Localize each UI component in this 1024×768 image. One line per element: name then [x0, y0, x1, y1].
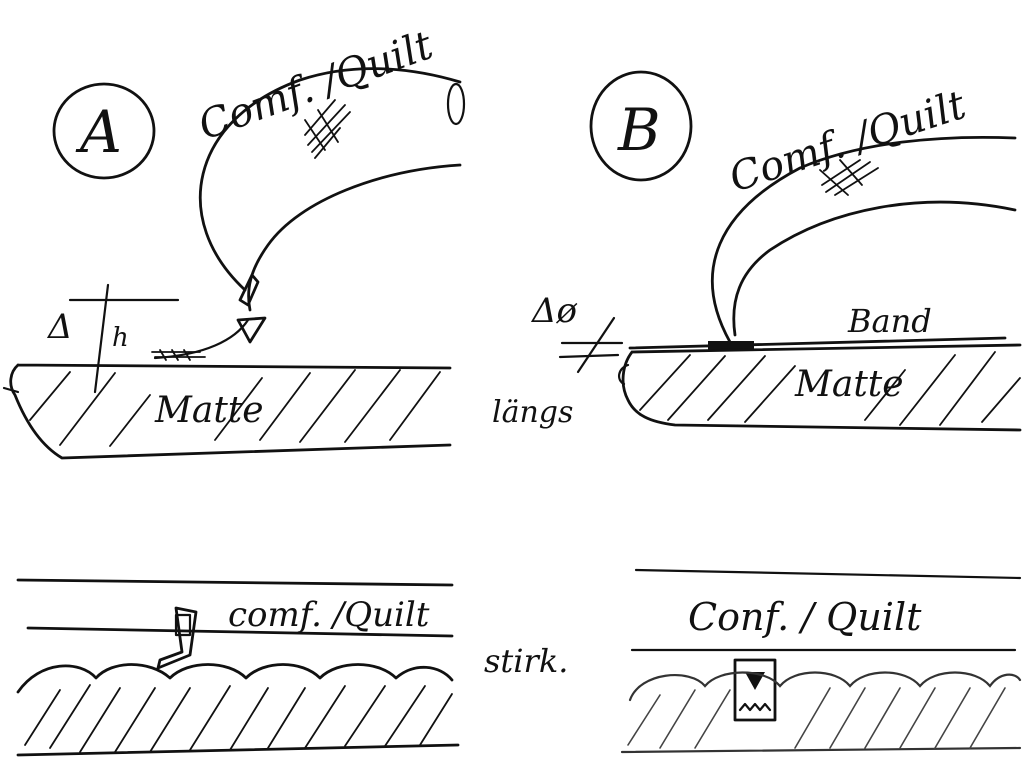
panel-b-quilt-outer-edge — [710, 135, 1017, 344]
panel-a-quilt-scribble — [304, 99, 351, 159]
lower-a-quilt-bottom-line — [26, 626, 454, 638]
lower-b-quilt-label: Conf. / Quilt — [688, 595, 922, 639]
panel-a-mat-label: Matte — [154, 390, 264, 431]
lower-b-clip-teeth — [738, 702, 772, 712]
panel-a-quilt-outer-edge — [198, 67, 462, 292]
lower-b: Conf. / Quilt — [620, 568, 1022, 754]
panel-a-mat-outline — [9, 363, 452, 460]
panel-b-badge-letter: B — [617, 96, 661, 164]
panel-a-quilt-end — [446, 82, 466, 126]
panel-b-delta-label: Δø — [530, 291, 578, 331]
lower-b-clip-arrow — [745, 672, 765, 690]
panel-a-badge-letter: A — [75, 98, 122, 166]
panel-b: B Comf. /Quilt Band Δø Matte — [530, 70, 1022, 432]
panel-a-measure-vertical — [93, 283, 110, 394]
panel-b-quilt-inner-edge — [732, 200, 1017, 337]
panel-b-band — [628, 336, 1007, 350]
lower-b-mat-top — [628, 671, 1022, 702]
panel-a-h-label: h — [112, 323, 129, 353]
lower-a-quilt-top-line — [16, 578, 454, 587]
panel-b-quilt-label: Comf. /Quilt — [724, 82, 972, 202]
panel-a-mat-hatching — [29, 369, 441, 447]
panel-b-band-label: Band — [847, 302, 932, 340]
panel-b-mat-label: Matte — [794, 364, 904, 405]
lower-a: comf. /Quilt — [16, 578, 460, 757]
lower-a-clip-head — [174, 613, 192, 637]
panel-a-delta-label: Δ — [46, 307, 73, 347]
lower-b-quilt-top-line — [634, 568, 1022, 580]
lower-b-mat-hatching — [627, 687, 1006, 749]
lower-a-quilt-label: comf. /Quilt — [228, 595, 430, 635]
lower-a-clip — [156, 606, 198, 670]
panel-a: A Comf. /Quilt Δ h — [2, 22, 466, 460]
panel-a-mat-tick — [2, 386, 20, 394]
lower-a-mat-top — [16, 663, 454, 694]
lower-b-clip-body — [733, 658, 777, 722]
lower-b-mat-bottom — [620, 746, 1022, 754]
panel-b-mat-side — [618, 363, 630, 386]
panel-b-mat-hatching — [639, 351, 1021, 426]
lower-a-mat-hatching — [24, 684, 453, 753]
panel-a-quilt-inner-edge — [247, 163, 462, 312]
panel-a-badge-circle — [52, 82, 156, 180]
label-cross: stirk. — [484, 642, 568, 680]
panel-b-badge-circle — [589, 70, 693, 182]
label-lengthwise: längs — [492, 395, 573, 430]
panel-b-measure-slash — [576, 316, 616, 374]
panel-a-fringe — [151, 349, 206, 361]
panel-a-clip — [236, 273, 267, 344]
panel-a-quilt-label: Comf. /Quilt — [193, 22, 440, 149]
panel-b-band-fastener — [708, 341, 754, 351]
panel-b-quilt-scribble — [819, 159, 879, 196]
